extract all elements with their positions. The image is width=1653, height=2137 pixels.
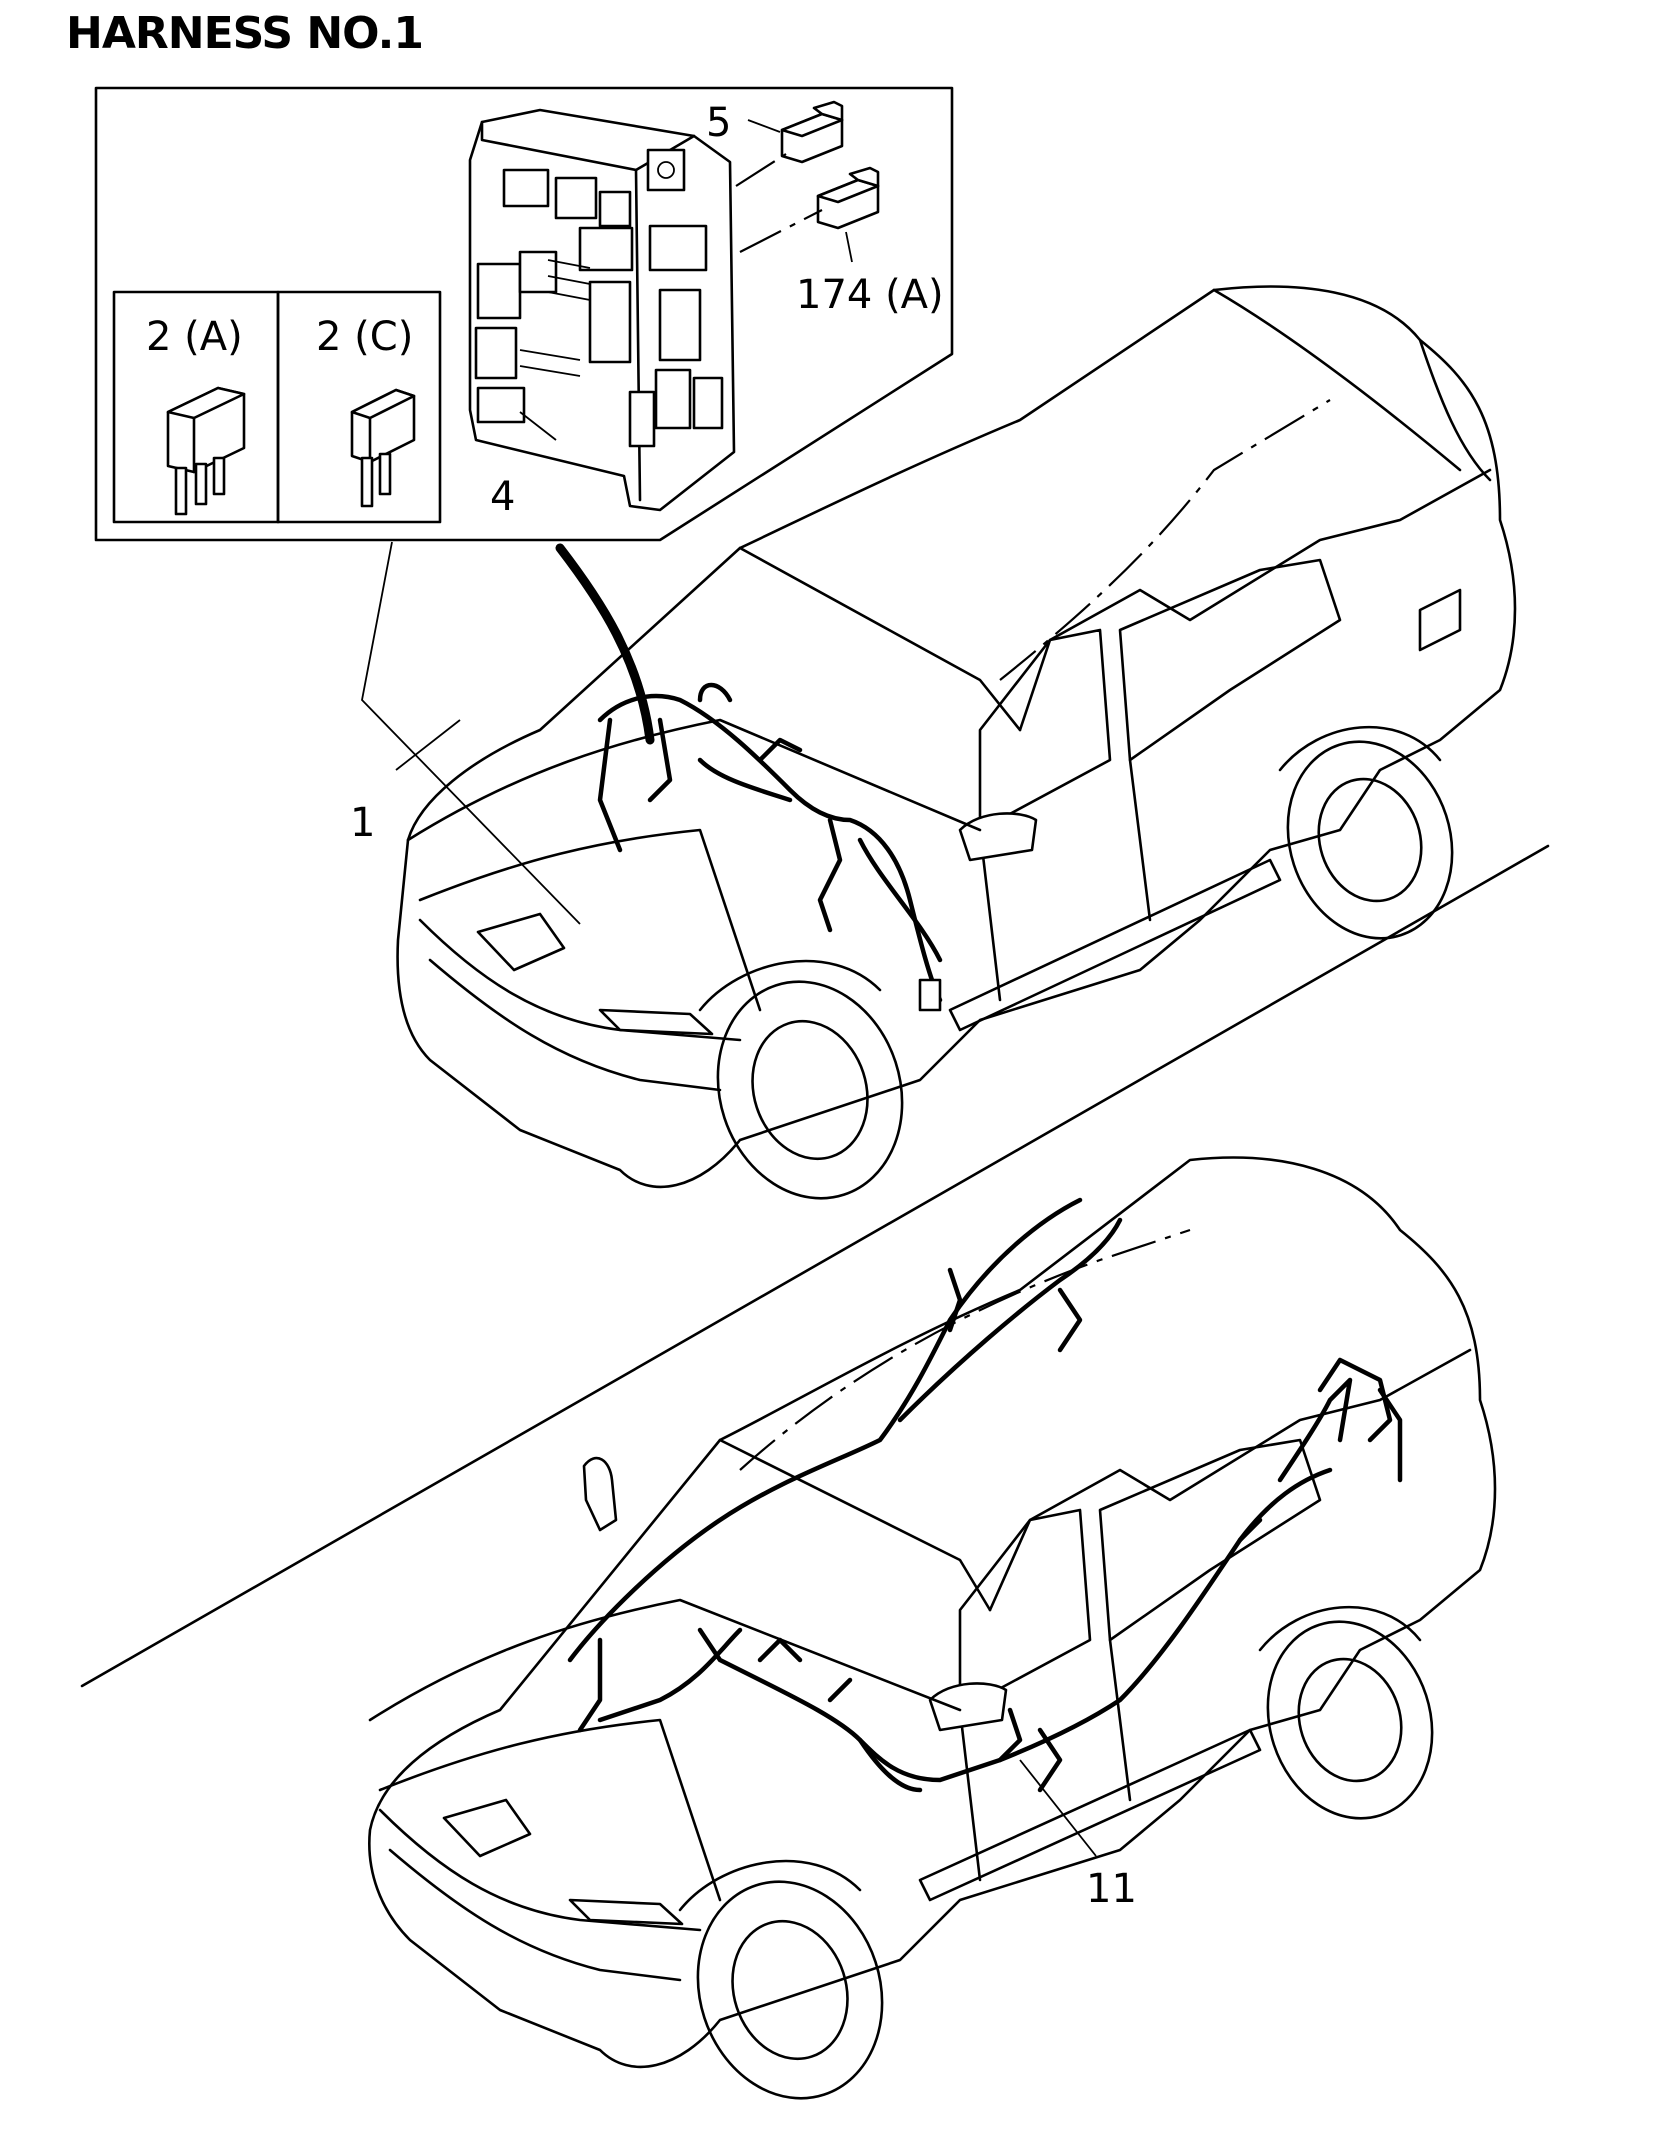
vehicle-2: [368, 1156, 1497, 2100]
fuse-box-4-icon: [468, 108, 736, 512]
relay-174a-icon: [816, 166, 880, 230]
callout-4: 4: [490, 474, 515, 520]
page-title: HARNESS NO.1: [66, 8, 424, 59]
callout-174a: 174 (A): [796, 272, 944, 318]
callout-1: 1: [350, 800, 375, 846]
relay-2a-icon: [166, 386, 246, 516]
callout-11: 11: [1086, 1866, 1137, 1912]
relay-5-icon: [780, 100, 844, 164]
detail-inset: [94, 86, 954, 925]
callout-5: 5: [706, 100, 731, 146]
ground-line: [80, 844, 1550, 1688]
callout-2a: 2 (A): [146, 314, 243, 360]
vehicle-1: [395, 285, 1517, 1200]
callout-2c: 2 (C): [316, 314, 413, 360]
relay-2c-icon: [350, 388, 416, 508]
